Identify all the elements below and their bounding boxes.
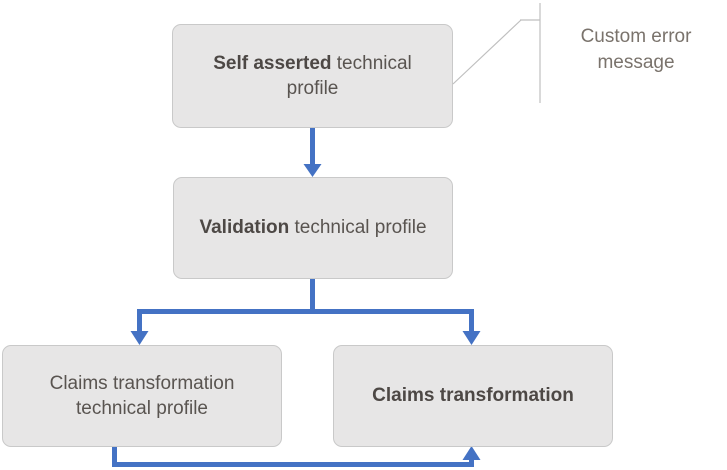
arrow-claims-transformation-technical-profile-to-claims-transformation bbox=[112, 446, 481, 467]
callout-custom-error-message: Custom error message bbox=[552, 24, 720, 75]
arrow-validation-to-claims-transformation-technical-profile bbox=[130, 311, 149, 345]
arrow-validation-to-claims-transformation bbox=[462, 311, 481, 345]
node-claims-transformation-technical-profile: Claims transformation technical profile bbox=[2, 345, 282, 447]
node-claims-transformation-label: Claims transformation bbox=[348, 383, 598, 408]
node-claims-transformation: Claims transformation bbox=[333, 345, 613, 447]
node-claims-transformation-technical-profile-label: Claims transformation technical profile bbox=[49, 372, 235, 419]
arrow-validation-split-bus bbox=[137, 279, 474, 314]
node-validation-label-bold: Validation bbox=[199, 217, 290, 239]
callout-diagonal-line bbox=[452, 19, 522, 85]
node-self-asserted-label-regular: technical profile bbox=[286, 52, 412, 99]
node-claims-transformation-label-bold: Claims transformation bbox=[372, 385, 574, 407]
node-self-asserted-technical-profile: Self asserted technical profile bbox=[172, 24, 453, 128]
callout-line-1: Custom error bbox=[580, 26, 692, 47]
node-validation-label: Validation technical profile bbox=[188, 215, 438, 240]
node-self-asserted-label: Self asserted technical profile bbox=[187, 51, 438, 101]
node-validation-label-regular: technical profile bbox=[289, 217, 427, 239]
node-validation-technical-profile: Validation technical profile bbox=[173, 177, 453, 279]
arrow-self-asserted-to-validation bbox=[303, 128, 322, 177]
node-self-asserted-label-bold: Self asserted bbox=[213, 52, 332, 74]
callout-line-2: message bbox=[597, 51, 675, 73]
